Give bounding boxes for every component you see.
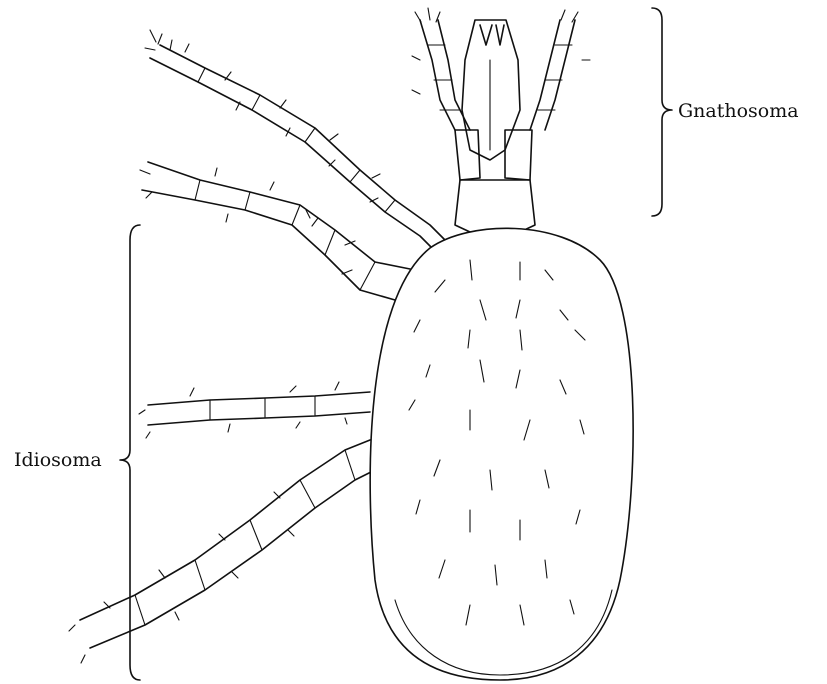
gnathosoma-structure [412,8,590,232]
gnathosoma-bracket [652,8,672,216]
leg-i [145,30,445,248]
idiosoma-body [370,228,633,680]
gnathosoma-label: Gnathosoma [678,100,799,122]
idiosoma-label: Idiosoma [14,449,102,471]
leg-iii [139,382,370,438]
idiosoma-bracket [120,225,140,680]
leg-iv [69,440,375,663]
